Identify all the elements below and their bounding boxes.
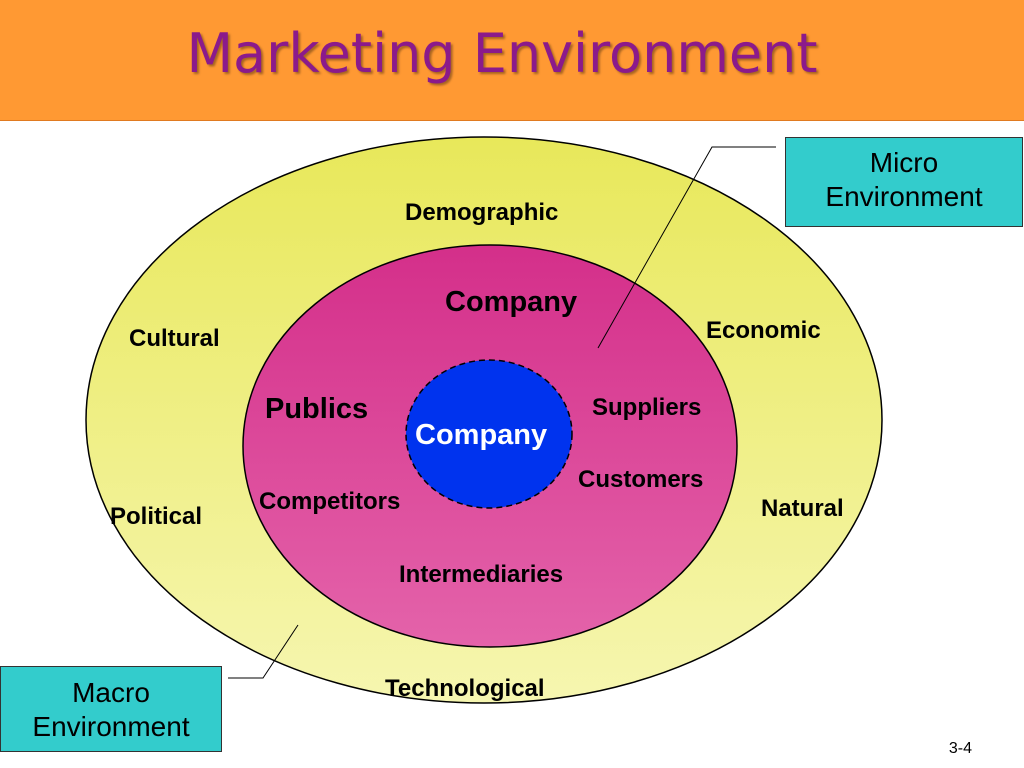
micro-environment-callout: Micro Environment <box>785 137 1023 227</box>
publics-label: Publics <box>265 393 369 425</box>
slide-title: Marketing Environment <box>186 22 818 85</box>
title-bar: Marketing Environment <box>0 0 1024 121</box>
intermediaries-label: Intermediaries <box>399 561 564 588</box>
demographic-label: Demographic <box>405 199 559 226</box>
customers-label: Customers <box>578 466 704 493</box>
economic-label: Economic <box>706 317 821 344</box>
cultural-label: Cultural <box>129 325 220 352</box>
company-core-circle <box>405 359 573 509</box>
company-core-label: Company <box>415 419 548 451</box>
macro-callout-line2: Environment <box>32 711 190 742</box>
micro-callout-line2: Environment <box>825 181 983 212</box>
micro-callout-line1: Micro <box>869 147 939 178</box>
micro-callout-leader <box>597 146 776 349</box>
suppliers-label: Suppliers <box>592 394 702 421</box>
company-micro-label: Company <box>445 286 578 318</box>
competitors-label: Competitors <box>259 488 401 515</box>
slide-number: 3-4 <box>948 740 972 757</box>
natural-label: Natural <box>761 495 844 522</box>
political-label: Political <box>110 503 203 530</box>
technological-label: Technological <box>385 675 545 702</box>
macro-callout-leader <box>228 624 299 679</box>
macro-environment-callout: Macro Environment <box>0 666 222 752</box>
macro-callout-line1: Macro <box>72 677 150 708</box>
